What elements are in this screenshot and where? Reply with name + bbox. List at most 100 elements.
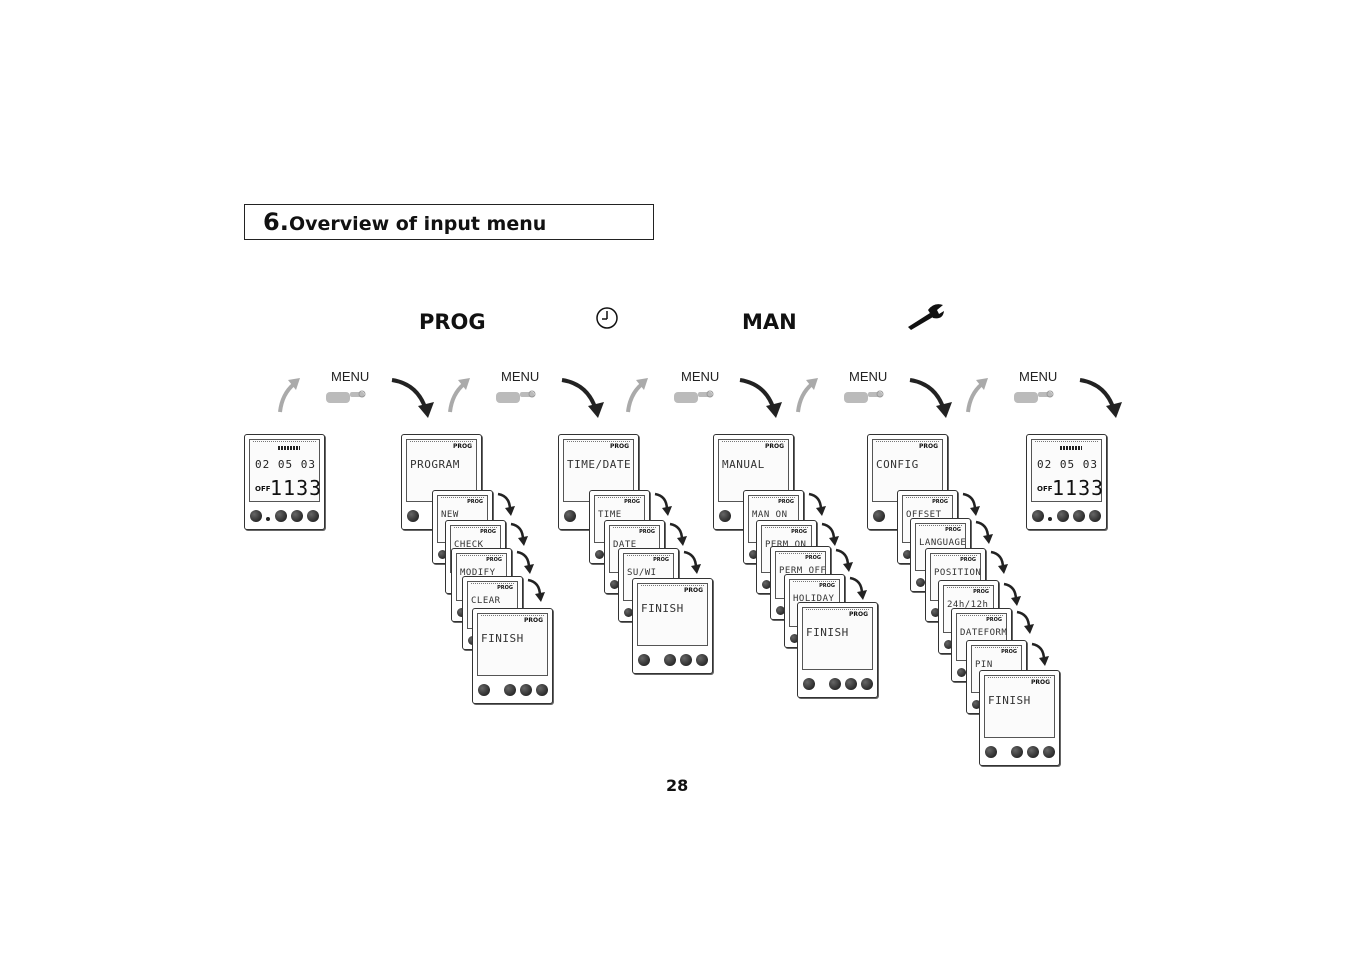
next-step-arrow <box>654 492 672 516</box>
plus-button[interactable] <box>1073 510 1085 522</box>
lcd-time: 1133 <box>1052 476 1105 500</box>
menu-label: MENU <box>1019 369 1058 384</box>
menu-button[interactable] <box>478 684 490 696</box>
plus-button[interactable] <box>1026 746 1039 758</box>
ok-button[interactable] <box>1089 510 1101 522</box>
menu-button[interactable] <box>610 580 619 589</box>
minus-button[interactable] <box>1057 510 1069 522</box>
wrench-icon <box>908 304 944 330</box>
mode-indicator: PROG <box>848 611 868 618</box>
screen-text: SU/WI <box>627 568 657 578</box>
arrow-down-icon <box>561 378 604 418</box>
ok-button[interactable] <box>1042 746 1055 758</box>
menu-label: MENU <box>681 369 720 384</box>
menu-button[interactable] <box>595 550 604 559</box>
menu-button[interactable] <box>957 668 966 677</box>
menu-button[interactable] <box>250 510 262 522</box>
menu-button[interactable] <box>1032 510 1044 522</box>
screen-text: TIME/DATE <box>567 458 632 471</box>
arrow-down-icon <box>739 378 782 418</box>
lcd-date: 02 05 03 <box>255 458 316 471</box>
menu-button[interactable] <box>931 608 940 617</box>
man-label: MAN <box>742 310 797 334</box>
menu-button[interactable] <box>624 608 633 617</box>
plus-button[interactable] <box>519 684 532 696</box>
mode-indicator: PROG <box>778 499 794 505</box>
menu-button[interactable] <box>719 510 731 522</box>
menu-button[interactable] <box>903 550 912 559</box>
ok-button[interactable] <box>860 678 873 690</box>
menu-button[interactable] <box>638 654 650 666</box>
ok-button[interactable] <box>307 510 319 522</box>
menu-button[interactable] <box>776 606 785 615</box>
minus-button[interactable] <box>663 654 676 666</box>
menu-button[interactable] <box>457 608 466 617</box>
menu-label: MENU <box>501 369 540 384</box>
screen-text: LANGUAGE <box>919 538 967 548</box>
menu-button[interactable] <box>762 580 771 589</box>
menu-button[interactable] <box>790 634 799 643</box>
screen-text: MODIFY <box>460 568 496 578</box>
minus-button[interactable] <box>275 510 287 522</box>
next-step-arrow <box>849 576 867 600</box>
next-step-arrow <box>821 522 839 546</box>
arrow-down-icon <box>1079 378 1122 418</box>
mode-indicator: PROG <box>805 555 821 561</box>
screen-text: FINISH <box>641 602 684 615</box>
arrow-up-icon <box>966 378 988 413</box>
hand-icon <box>1014 390 1054 403</box>
next-step-arrow <box>669 522 687 546</box>
mode-indicator: PROG <box>819 583 835 589</box>
plus-button[interactable] <box>844 678 857 690</box>
hand-icon <box>496 390 536 403</box>
minus-button[interactable] <box>828 678 841 690</box>
menu-button[interactable] <box>944 640 953 649</box>
screen-text: CONFIG <box>876 458 919 471</box>
next-step-arrow <box>683 550 701 574</box>
menu-label: MENU <box>849 369 888 384</box>
minus-button[interactable] <box>1010 746 1023 758</box>
lcd-time: 1133 <box>270 476 323 500</box>
menu-step-arrows <box>448 378 604 418</box>
menu-label: MENU <box>331 369 370 384</box>
menu-button[interactable] <box>985 746 997 758</box>
mode-indicator: PROG <box>467 499 483 505</box>
ok-button[interactable] <box>695 654 708 666</box>
menu-button[interactable] <box>749 550 758 559</box>
minus-button[interactable] <box>503 684 516 696</box>
next-step-arrow <box>1016 610 1034 634</box>
plus-button[interactable] <box>679 654 692 666</box>
menu-button[interactable] <box>873 510 885 522</box>
mode-indicator: PROG <box>639 529 655 535</box>
mode-indicator: PROG <box>945 527 961 533</box>
menu-button[interactable] <box>438 550 447 559</box>
menu-button[interactable] <box>564 510 576 522</box>
screen-text: PERM ON <box>765 540 807 550</box>
menu-button[interactable] <box>407 510 419 522</box>
lcd-state: OFF <box>1037 485 1053 493</box>
ok-button[interactable] <box>535 684 548 696</box>
mode-indicator: PROG <box>480 529 496 535</box>
menu-button[interactable] <box>972 700 981 709</box>
next-step-arrow <box>835 548 853 572</box>
screen-text: FINISH <box>988 694 1031 707</box>
section-title-box: 6. Overview of input menu <box>244 204 654 240</box>
device-standby-left: 02 05 03 OFF 1133 <box>244 434 325 530</box>
mode-indicator: PROG <box>624 499 640 505</box>
mode-indicator: PROG <box>653 557 669 563</box>
menu-step-arrows <box>278 378 434 418</box>
plus-button[interactable] <box>291 510 303 522</box>
menu-button[interactable] <box>803 678 815 690</box>
lcd-date: 02 05 03 <box>1037 458 1098 471</box>
screen-text: DATEFORM <box>960 628 1008 638</box>
mode-indicator: PROG <box>609 443 629 450</box>
mode-indicator: PROG <box>986 617 1002 623</box>
hand-icon <box>844 390 884 403</box>
mode-indicator: PROG <box>960 557 976 563</box>
menu-step-arrows <box>626 378 782 418</box>
menu-button[interactable] <box>916 578 925 587</box>
